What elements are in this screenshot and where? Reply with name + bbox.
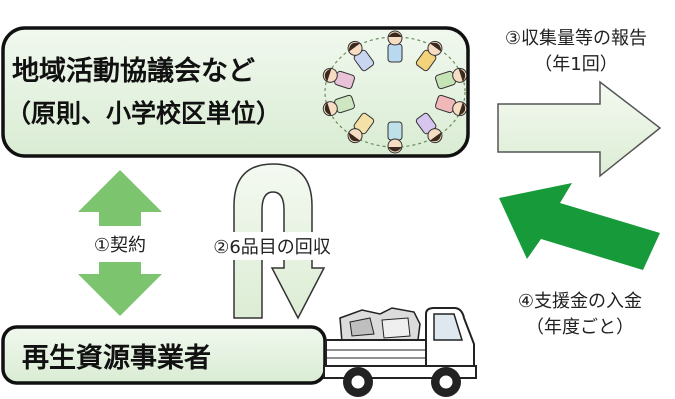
payment-label-line2: （年度ごと） xyxy=(526,317,634,338)
council-title: 地域活動協議会など xyxy=(12,56,255,87)
contract-arrow: ①契約 xyxy=(78,170,162,316)
truck-bed xyxy=(325,339,427,367)
report-label-line2: （年1回） xyxy=(534,54,617,75)
person-hair xyxy=(388,32,402,37)
cab-window xyxy=(433,313,464,341)
person-hair xyxy=(388,147,402,152)
recycler-box: 再生資源事業者 xyxy=(1,325,327,385)
person-figure xyxy=(387,121,403,154)
payment-label-line1: ④支援金の入金 xyxy=(518,291,642,312)
collection-arrow: ②6品目の回収 xyxy=(200,163,350,320)
person-hair xyxy=(324,102,332,116)
rear-hub xyxy=(350,374,366,390)
person-hair xyxy=(348,42,361,52)
person-figure xyxy=(387,30,403,63)
person-hair xyxy=(458,102,466,116)
person-figure xyxy=(415,112,443,144)
council-box-frame xyxy=(1,26,470,158)
contract-label: ①契約 xyxy=(94,235,146,256)
person-figure xyxy=(347,40,375,72)
person-body xyxy=(387,43,403,63)
contract-arrow-down xyxy=(78,262,162,316)
truck-icon xyxy=(323,307,477,397)
people-ring-icon xyxy=(322,30,468,154)
person-hair xyxy=(429,132,442,142)
report-label-line1: ③収集量等の報告 xyxy=(505,28,647,49)
cargo-bundle xyxy=(349,317,375,337)
collection-label: ②6品目の回収 xyxy=(213,237,331,258)
collection-label-bg xyxy=(200,232,350,260)
person-figure xyxy=(415,40,443,72)
people-group xyxy=(322,30,468,154)
front-hub xyxy=(438,374,454,390)
person-hair xyxy=(348,132,361,142)
person-body xyxy=(387,121,403,141)
person-figure xyxy=(434,67,468,90)
cargo-box xyxy=(381,317,411,339)
report-arrow-shape xyxy=(497,80,662,178)
collection-arrow-shape xyxy=(233,163,326,320)
council-subtitle: （原則、小学校区単位） xyxy=(6,99,281,128)
recycler-title: 再生資源事業者 xyxy=(22,343,211,374)
payment-arrow-shape xyxy=(499,183,660,270)
person-figure xyxy=(434,94,468,117)
person-hair xyxy=(429,42,442,52)
council-box: 地域活動協議会など （原則、小学校区単位） xyxy=(1,26,470,158)
report-arrow: ③収集量等の報告 （年1回） xyxy=(497,28,662,178)
payment-arrow: ④支援金の入金 （年度ごと） xyxy=(499,183,660,338)
person-figure xyxy=(347,112,375,144)
contract-arrow-up xyxy=(78,170,162,226)
person-hair xyxy=(324,68,332,82)
person-figure xyxy=(322,67,356,90)
person-figure xyxy=(322,94,356,117)
person-hair xyxy=(458,68,466,82)
